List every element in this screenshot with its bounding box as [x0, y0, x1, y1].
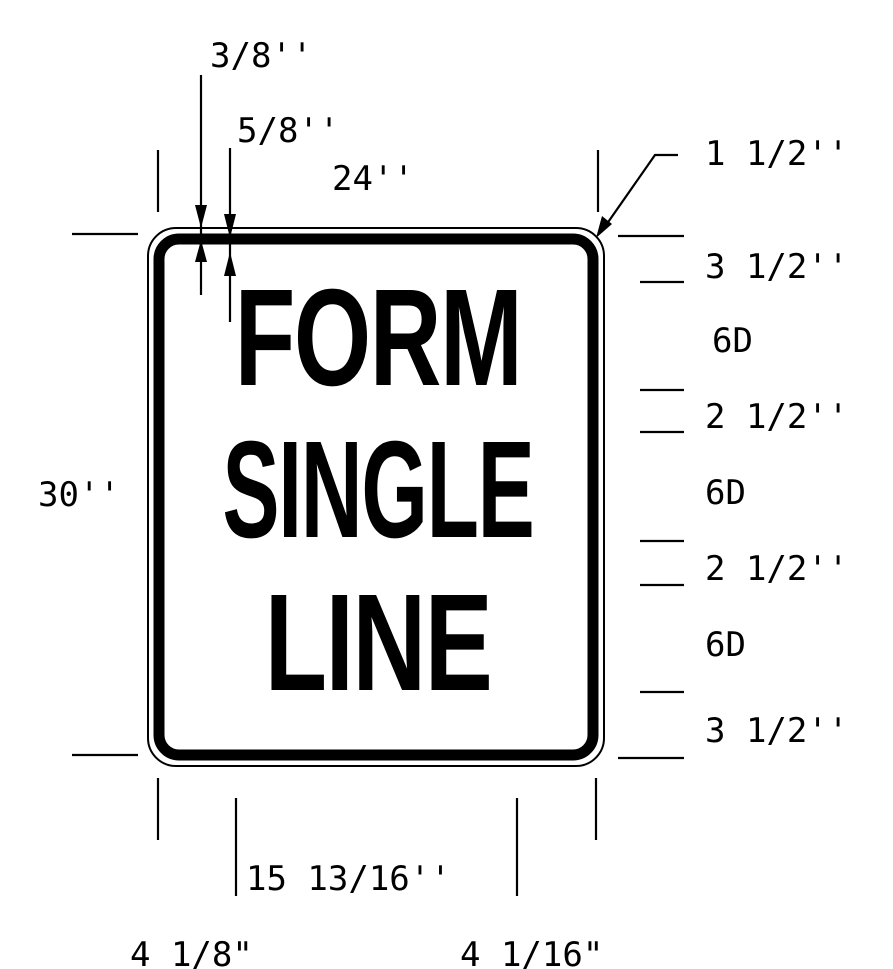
top-margin-label: 3/8'' [210, 36, 312, 76]
line3-height-label: 6D [705, 625, 746, 665]
sign-height-label: 30'' [38, 475, 120, 515]
border-width-label: 5/8'' [237, 111, 339, 151]
top-margin-dimension [195, 75, 207, 295]
line1-height-label: 6D [712, 321, 753, 361]
bottom-spacing-label: 3 1/2'' [705, 711, 848, 751]
sign-line-single: SINGLE [222, 413, 533, 567]
border-width-dimension [224, 148, 236, 322]
corner-radius-leader [596, 153, 678, 238]
sign-border [153, 233, 599, 761]
left-margin-label: 4 1/8" [130, 935, 253, 969]
right-margin-label: 4 1/16" [460, 935, 603, 969]
gap2-label: 2 1/2'' [705, 549, 848, 589]
gap1-label: 2 1/2'' [705, 397, 848, 437]
sign-line-line: LINE [265, 565, 492, 720]
corner-radius-label: 1 1/2'' [705, 134, 848, 174]
text-width-label: 15 13/16'' [246, 859, 451, 899]
line2-height-label: 6D [705, 473, 746, 513]
sign-line-form: FORM [235, 261, 522, 415]
top-spacing-label: 3 1/2'' [705, 247, 848, 287]
sign-width-label: 24'' [332, 159, 414, 199]
